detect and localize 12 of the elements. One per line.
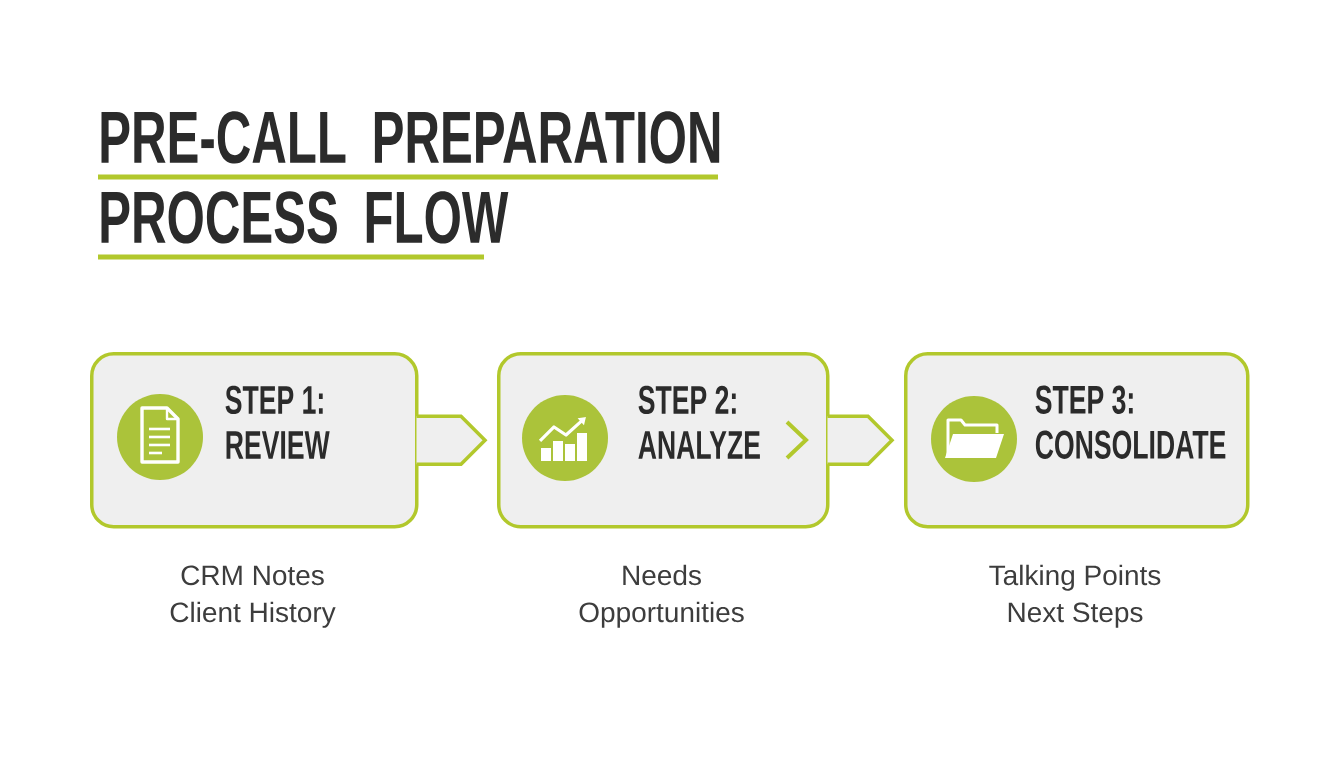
step-box: STEP 2: ANALYZE — [497, 352, 830, 529]
note-text: CRM Notes — [181, 565, 324, 586]
note-text: Needs — [623, 564, 701, 586]
note-text: Talking Points — [989, 564, 1161, 591]
note-text: Next Steps — [1008, 602, 1143, 628]
arrow — [825, 414, 895, 466]
step-box: STEP 3: CONSOLIDATE — [904, 352, 1250, 529]
note-text: Opportunities — [579, 601, 744, 628]
arrow — [414, 414, 488, 466]
step-box: STEP 1: REVIEW — [90, 352, 419, 529]
title: PRE-CALL PREPARATION PROCESS FLOW — [98, 111, 720, 260]
note-text: Client History — [170, 601, 336, 628]
